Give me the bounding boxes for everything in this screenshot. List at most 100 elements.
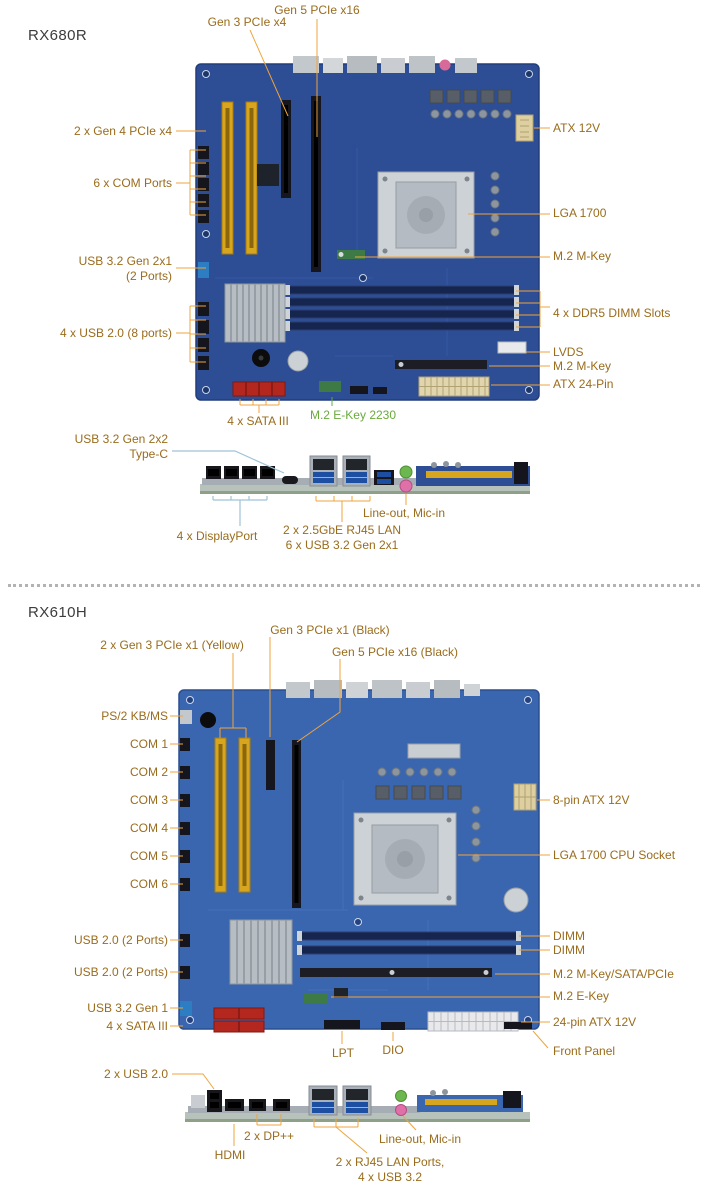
section-divider xyxy=(8,584,700,587)
model-title-rx610h: RX610H xyxy=(28,604,88,621)
callout-atx-12v-8pin: 8-pin ATX 12V xyxy=(553,793,630,807)
callout-lan-usb: 2 x RJ45 LAN Ports, 4 x USB 3.2 xyxy=(315,1155,465,1185)
cpu-socket xyxy=(353,812,457,906)
callout-m2-mkey-lower: M.2 M-Key xyxy=(553,359,612,373)
callout-lga-1700: LGA 1700 xyxy=(553,206,607,220)
callout-ddr5-dimm-slots: 4 x DDR5 DIMM Slots xyxy=(553,306,671,320)
chip xyxy=(257,164,279,186)
rear-port-row xyxy=(293,56,477,73)
atx-12v-8pin-connector xyxy=(513,783,537,811)
callout-dio: DIO xyxy=(382,1043,404,1057)
callout-usb32-gen1: USB 3.2 Gen 1 xyxy=(87,1001,168,1015)
m2-ekey-slot xyxy=(304,993,328,1003)
cpu-socket xyxy=(377,171,475,259)
mounting-holes xyxy=(202,70,533,394)
callout-usb32-gen2x1-line1: USB 3.2 Gen 2x1 xyxy=(78,254,172,268)
chip xyxy=(334,988,348,998)
callout-lan-usb-line1: 2 x 2.5GbE RJ45 LAN xyxy=(282,523,402,537)
front-header xyxy=(373,387,387,394)
callout-atx-24pin: ATX 24-Pin xyxy=(553,377,614,391)
rx680r-rear-io-image xyxy=(200,455,530,494)
callout-lvds: LVDS xyxy=(553,345,584,359)
left-edge-headers xyxy=(180,710,192,1016)
line-out-jack xyxy=(399,465,413,479)
callout-gen4-pcie-x4: 2 x Gen 4 PCIe x4 xyxy=(73,124,172,138)
callout-dp: 2 x DP++ xyxy=(243,1129,295,1143)
callout-usb32-typec-line2: Type-C xyxy=(129,447,168,461)
callout-usb20-b: USB 2.0 (2 Ports) xyxy=(73,965,168,979)
lan-usb-tower xyxy=(308,1085,338,1116)
callout-m2-ekey-2230: M.2 E-Key 2230 xyxy=(309,408,397,422)
left-edge-headers xyxy=(198,146,209,370)
usb-pair xyxy=(374,470,394,485)
callout-gen3-pcie-x1-black: Gen 3 PCIe x1 (Black) xyxy=(270,623,390,637)
callout-lga-1700-cpu-socket: LGA 1700 CPU Socket xyxy=(553,848,676,862)
usb2-stack xyxy=(207,1090,222,1112)
callout-com3: COM 3 xyxy=(129,793,168,807)
m2-bracket xyxy=(407,743,461,759)
callout-usb20-rear: 2 x USB 2.0 xyxy=(103,1067,168,1081)
m2-ekey-slot xyxy=(319,381,341,392)
pcb-edge-shadow xyxy=(200,491,530,494)
callout-gen3-pcie-x1-yellow: 2 x Gen 3 PCIe x1 (Yellow) xyxy=(100,638,244,652)
hdmi-port xyxy=(225,1099,244,1111)
callout-gen3-pcie-x4: Gen 3 PCIe x4 xyxy=(207,15,287,29)
rx680r-board-image xyxy=(195,56,540,401)
vrm-area xyxy=(375,767,481,863)
m2-mkey-lower-slot xyxy=(395,360,487,369)
callout-lpt: LPT xyxy=(331,1046,354,1060)
chipset-heatsink xyxy=(229,919,293,985)
pcie-slots xyxy=(221,96,321,272)
front-panel-header xyxy=(504,1022,532,1029)
callout-lan-usb-line1: 2 x RJ45 LAN Ports, xyxy=(335,1155,445,1169)
callout-lan-usb-line2: 4 x USB 3.2 xyxy=(357,1170,423,1184)
rx610h-rear-io-image xyxy=(185,1085,530,1122)
atx-24pin-connector xyxy=(427,1011,519,1032)
callout-gen5-pcie-x16-black: Gen 5 PCIe x16 (Black) xyxy=(331,645,459,659)
sata-ports xyxy=(213,1007,265,1033)
atx-24pin-connector xyxy=(418,376,490,397)
dio-header xyxy=(381,1022,405,1030)
callout-com-ports: 6 x COM Ports xyxy=(93,176,172,190)
chipset-heatsink xyxy=(224,283,286,343)
callout-line-out-mic-in: Line-out, Mic-in xyxy=(378,1132,462,1146)
ps2-port xyxy=(191,1095,205,1108)
pcie-slots xyxy=(214,737,301,908)
callout-dimm-1: DIMM xyxy=(553,929,585,943)
callout-com4: COM 4 xyxy=(129,821,168,835)
callout-com6: COM 6 xyxy=(129,877,168,891)
callout-usb20-a: USB 2.0 (2 Ports) xyxy=(73,933,168,947)
lan-usb-tower xyxy=(342,455,371,487)
front-header xyxy=(350,386,368,394)
callout-atx-12v: ATX 12V xyxy=(553,121,601,135)
callout-usb20-ports: 4 x USB 2.0 (8 ports) xyxy=(59,326,172,340)
m2-mkey-upper-slot xyxy=(337,250,365,259)
callout-lan-usb-line2: 6 x USB 3.2 Gen 2x1 xyxy=(285,538,399,552)
callout-hdmi: HDMI xyxy=(214,1148,246,1162)
callout-m2-mkey: M.2 M-Key/SATA/PCIe xyxy=(553,967,674,981)
callout-atx-12v-24pin: 24-pin ATX 12V xyxy=(553,1015,637,1029)
callout-usb32-gen2x1: USB 3.2 Gen 2x1 (2 Ports) xyxy=(20,254,172,284)
callout-line-out-mic-in: Line-out, Mic-in xyxy=(362,506,446,520)
callout-com5: COM 5 xyxy=(129,849,168,863)
lvds-connector xyxy=(497,341,527,354)
io-rail xyxy=(188,1106,420,1113)
lan-usb-tower xyxy=(342,1085,372,1116)
callout-ps2-kb-ms: PS/2 KB/MS xyxy=(101,709,168,723)
callout-gen5-pcie-x16: Gen 5 PCIe x16 xyxy=(274,3,360,17)
callout-m2-mkey-upper: M.2 M-Key xyxy=(553,249,612,263)
buzzer-hole xyxy=(258,355,264,361)
board-depth xyxy=(417,1089,523,1112)
model-title-rx680r: RX680R xyxy=(28,27,88,44)
coin-battery xyxy=(287,350,309,372)
callout-usb32-typec-line1: USB 3.2 Gen 2x2 xyxy=(74,432,168,446)
callout-usb32-typec: USB 3.2 Gen 2x2 Type-C xyxy=(30,432,168,462)
pcb-edge-shadow xyxy=(185,1119,530,1122)
rear-port-row xyxy=(286,680,480,698)
pcb-edge xyxy=(200,484,530,494)
callout-sata: 4 x SATA III xyxy=(227,414,289,428)
coin-battery xyxy=(503,887,529,913)
buzzer xyxy=(200,712,216,728)
line-out-jack xyxy=(395,1090,407,1102)
